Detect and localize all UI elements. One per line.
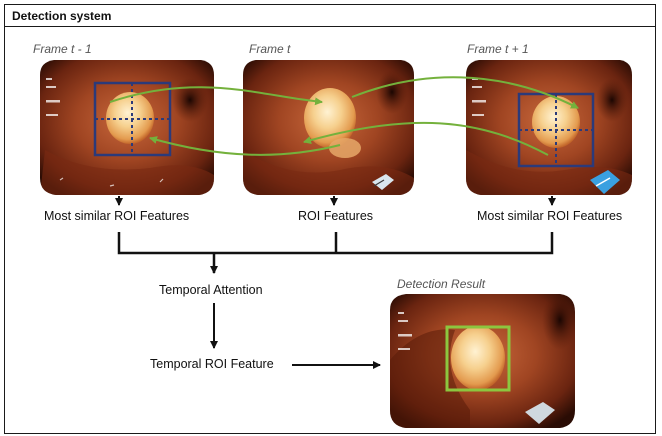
frame-down-arrows bbox=[119, 196, 552, 205]
frame-image-current bbox=[243, 60, 414, 195]
caption-temporal-attention: Temporal Attention bbox=[159, 283, 263, 297]
caption-temporal-roi-feature: Temporal ROI Feature bbox=[150, 357, 274, 371]
caption-roi-features: ROI Features bbox=[298, 209, 373, 223]
merge-connector bbox=[119, 232, 552, 273]
caption-right-features: Most similar ROI Features bbox=[477, 209, 622, 223]
result-image bbox=[390, 290, 578, 428]
detection-result-label: Detection Result bbox=[397, 277, 485, 291]
frame-image-prev bbox=[40, 60, 214, 195]
caption-left-features: Most similar ROI Features bbox=[44, 209, 189, 223]
